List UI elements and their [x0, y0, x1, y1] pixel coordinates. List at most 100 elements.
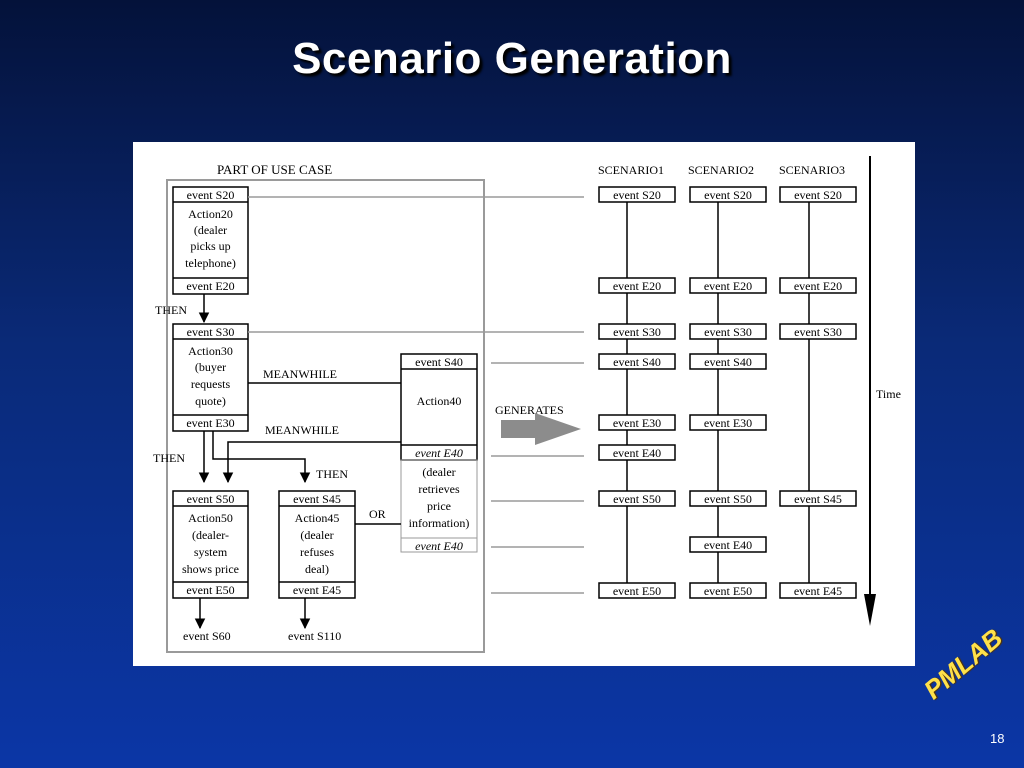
scenario-timelines	[626, 202, 810, 583]
svg-text:picks up: picks up	[190, 239, 230, 253]
svg-text:event E30: event E30	[613, 416, 661, 430]
next-event-s60: event S60	[183, 629, 231, 643]
svg-text:event E20: event E20	[613, 279, 661, 293]
scenario1-column: event S20 event E20 event S30 event S40 …	[598, 186, 676, 599]
svg-text:event S30: event S30	[794, 325, 842, 339]
svg-text:event S40: event S40	[613, 355, 661, 369]
meanwhile-arrow	[222, 441, 401, 484]
svg-text:system: system	[194, 545, 228, 559]
scenario-event: event S40	[689, 353, 767, 370]
scenario3-column: event S20 event E20 event S30 event S45 …	[779, 186, 857, 599]
svg-text:requests: requests	[191, 377, 231, 391]
scenario-event: event S20	[779, 186, 857, 203]
svg-text:event E20: event E20	[794, 279, 842, 293]
meanwhile-label-2: MEANWHILE	[265, 423, 339, 437]
svg-text:event S40: event S40	[704, 355, 752, 369]
scenario-event: event S20	[689, 186, 767, 203]
action20-start: event S20	[187, 188, 235, 202]
action50-block: event S50 Action50 (dealer- system shows…	[172, 490, 249, 599]
action30-block: event S30 Action30 (buyer requests quote…	[172, 323, 249, 432]
action50-start: event S50	[187, 492, 235, 506]
action20-block: event S20 Action20 (dealer picks up tele…	[172, 186, 249, 295]
time-arrow-icon	[864, 594, 876, 626]
svg-text:event E40: event E40	[704, 538, 752, 552]
action50-end: event E50	[186, 583, 234, 597]
svg-text:refuses: refuses	[300, 545, 334, 559]
scenario3-header: SCENARIO3	[779, 163, 845, 177]
svg-text:information): information)	[409, 516, 470, 530]
diagram-panel: PART OF USE CASE event S20 Action20 (dea…	[133, 142, 915, 666]
svg-text:(dealer: (dealer	[422, 465, 455, 479]
scenario-event: event S30	[689, 323, 767, 340]
action45-block: event S45 Action45 (dealer refuses deal)…	[278, 490, 356, 599]
scenario-event: event S45	[779, 490, 857, 507]
svg-text:(dealer: (dealer	[194, 223, 227, 237]
scenario-event: event E20	[779, 277, 857, 294]
svg-text:event E40: event E40	[613, 446, 661, 460]
pmlab-logo: PMLAB	[918, 622, 1009, 705]
svg-text:event E30: event E30	[704, 416, 752, 430]
svg-text:retrieves: retrieves	[418, 482, 460, 496]
scenario-event: event E30	[689, 414, 767, 431]
svg-text:event S20: event S20	[704, 188, 752, 202]
scenario-event: event S40	[598, 353, 676, 370]
svg-text:event S30: event S30	[613, 325, 661, 339]
page-number: 18	[990, 731, 1005, 746]
scenario-event: event E50	[689, 582, 767, 599]
use-case-label: PART OF USE CASE	[217, 162, 332, 177]
scenario-event: event E45	[779, 582, 857, 599]
scenario2-header: SCENARIO2	[688, 163, 754, 177]
svg-text:event E45: event E45	[794, 584, 842, 598]
scenario-event: event S50	[598, 490, 676, 507]
action30-line1: Action30	[188, 344, 233, 358]
svg-text:event S30: event S30	[704, 325, 752, 339]
then-label-1: THEN	[155, 303, 187, 317]
svg-text:event E50: event E50	[704, 584, 752, 598]
scenario-event: event S30	[779, 323, 857, 340]
action50-line1: Action50	[188, 511, 233, 525]
generates-label: GENERATES	[495, 403, 564, 417]
action45-line1: Action45	[295, 511, 340, 525]
action40-block: event S40 Action40 event E40 (dealer ret…	[400, 353, 478, 553]
svg-text:(dealer-: (dealer-	[192, 528, 229, 542]
action40-end-alt: event E40	[415, 539, 463, 553]
scenario1-header: SCENARIO1	[598, 163, 664, 177]
action30-start: event S30	[187, 325, 235, 339]
use-case-frame	[166, 179, 485, 653]
then-label-3: THEN	[316, 467, 348, 481]
svg-text:event E50: event E50	[613, 584, 661, 598]
scenario2-column: event S20 event E20 event S30 event S40 …	[689, 186, 767, 599]
svg-text:(buyer: (buyer	[195, 360, 226, 374]
or-label: OR	[369, 507, 386, 521]
action40-start: event S40	[415, 355, 463, 369]
scenario-event: event E50	[598, 582, 676, 599]
scenario-event: event E20	[598, 277, 676, 294]
scenario-event: event S30	[598, 323, 676, 340]
action30-end: event E30	[186, 416, 234, 430]
scenario-event: event E40	[598, 444, 676, 461]
action40-end: event E40	[415, 446, 463, 460]
guide-lines	[248, 196, 584, 594]
svg-text:event S50: event S50	[613, 492, 661, 506]
action20-line1: Action20	[188, 207, 233, 221]
generates-arrow-icon	[501, 413, 581, 445]
scenario-event: event S50	[689, 490, 767, 507]
slide-title: Scenario Generation	[292, 34, 732, 83]
scenario-event: event E40	[689, 536, 767, 553]
scenario-event: event S20	[598, 186, 676, 203]
scenario-event: event E30	[598, 414, 676, 431]
action45-end: event E45	[293, 583, 341, 597]
action20-end: event E20	[186, 279, 234, 293]
svg-text:event E20: event E20	[704, 279, 752, 293]
svg-text:price: price	[427, 499, 451, 513]
then-arrow-3	[212, 431, 311, 484]
svg-text:quote): quote)	[195, 394, 226, 408]
next-event-s110: event S110	[288, 629, 341, 643]
svg-text:telephone): telephone)	[185, 256, 236, 270]
svg-text:event S45: event S45	[794, 492, 842, 506]
svg-text:shows price: shows price	[182, 562, 239, 576]
scenario-event: event E20	[689, 277, 767, 294]
time-label: Time	[876, 387, 901, 401]
meanwhile-label-1: MEANWHILE	[263, 367, 337, 381]
svg-text:deal): deal)	[305, 562, 329, 576]
